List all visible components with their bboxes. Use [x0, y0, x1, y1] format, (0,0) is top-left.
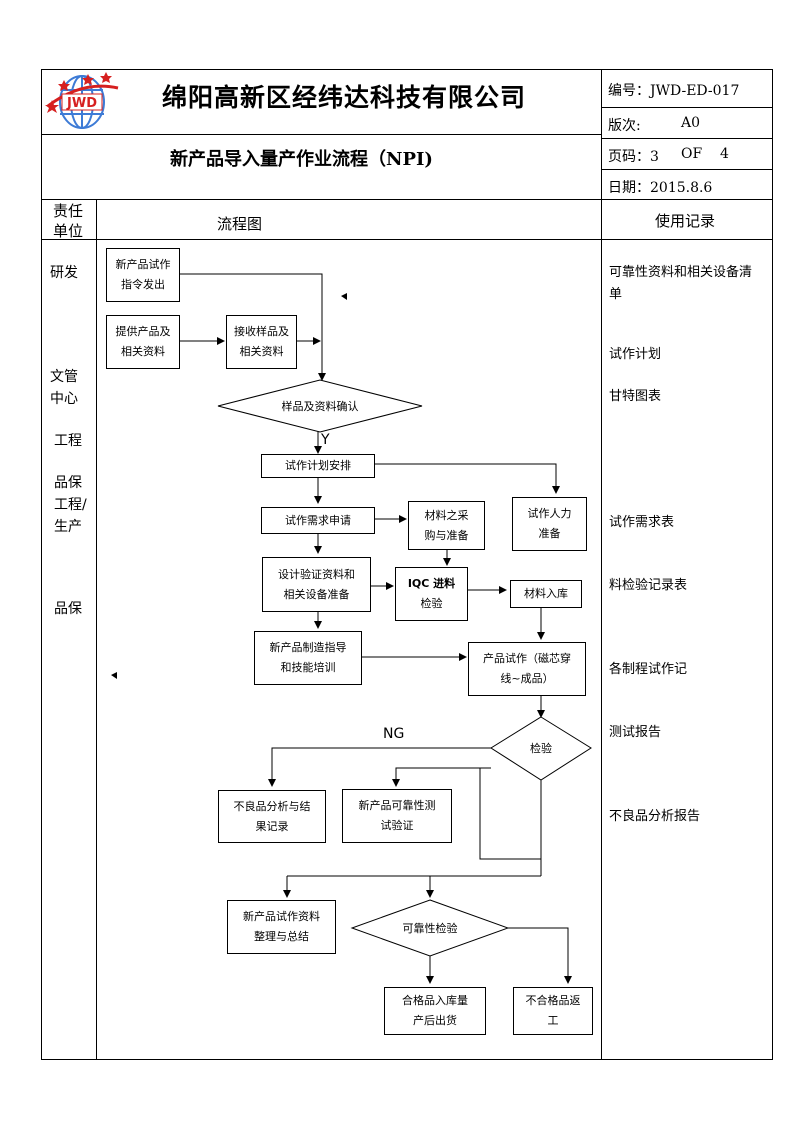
box-product-trial: 产品试作（磁芯穿线~成品） — [468, 642, 586, 696]
unit-engineering: 工程 — [54, 433, 82, 449]
company-logo: JWD — [44, 70, 120, 132]
page-total: 4 — [720, 146, 729, 162]
page-label: 页码：3 — [608, 149, 659, 165]
record-test-report: 测试报告 — [609, 725, 662, 740]
box-trial-summary: 新产品试作资料整理与总结 — [227, 900, 336, 954]
version-value: A0 — [681, 115, 701, 131]
record-gantt-chart: 甘特图表 — [609, 389, 662, 404]
box-iqc: IQC 进料检验 — [395, 567, 468, 621]
version-label: 版次: — [608, 118, 641, 134]
unit-quality: 品保 — [54, 475, 82, 491]
record-defect-analysis: 不良品分析报告 — [609, 809, 701, 824]
record-material-inspection: 料检验记录表 — [609, 578, 688, 593]
records-header: 使用记录 — [655, 212, 716, 230]
flowchart-header: 流程图 — [217, 215, 263, 233]
box-material-stock: 材料入库 — [510, 580, 582, 608]
document-number: 编号：JWD-ED-017 — [608, 83, 740, 99]
box-fail-rework: 不合格品返工 — [513, 987, 593, 1035]
document-title: 新产品导入量产作业流程（NPI) — [170, 149, 433, 170]
box-defect-analysis: 不良品分析与结果记录 — [218, 790, 326, 843]
company-name: 绵阳高新区经纬达科技有限公司 — [162, 83, 527, 112]
box-manpower: 试作人力准备 — [512, 497, 587, 551]
box-reliability-test: 新产品可靠性测试验证 — [342, 789, 452, 843]
box-pass-shipment: 合格品入库量产后出货 — [384, 987, 486, 1035]
page-of: OF — [681, 146, 703, 162]
yes-label: Y — [321, 432, 330, 448]
ng-label: NG — [383, 726, 405, 742]
unit-quality-2: 品保 — [54, 601, 82, 617]
unit-header-line1: 责任 — [53, 202, 84, 220]
record-process-trial: 各制程试作记 — [609, 662, 688, 677]
svg-text:JWD: JWD — [66, 96, 97, 111]
decision-inspect-label: 检验 — [530, 742, 552, 755]
record-trial-plan: 试作计划 — [609, 347, 662, 362]
document-date: 日期：2015.8.6 — [608, 180, 713, 196]
record-trial-demand: 试作需求表 — [609, 515, 675, 530]
decision-reliability-label: 可靠性检验 — [402, 922, 458, 935]
decision-confirm-label: 样品及资料确认 — [281, 400, 359, 413]
box-training: 新产品制造指导和技能培训 — [254, 631, 362, 685]
box-receive-samples: 接收样品及相关资料 — [226, 315, 297, 369]
box-trial-order: 新产品试作指令发出 — [106, 248, 180, 302]
decision-reliability-shape — [350, 899, 510, 957]
record-reliability-list: 可靠性资料和相关设备清单 — [609, 265, 753, 302]
box-trial-plan: 试作计划安排 — [261, 454, 375, 478]
unit-document-center: 文管中心 — [50, 369, 78, 407]
box-provide-data: 提供产品及相关资料 — [106, 315, 180, 369]
unit-rd: 研发 — [50, 265, 78, 281]
box-trial-demand: 试作需求申请 — [261, 507, 375, 534]
decision-inspect-shape — [490, 716, 592, 781]
decision-confirm-shape — [217, 379, 423, 433]
unit-header-line2: 单位 — [53, 222, 84, 240]
box-material-purchase: 材料之采购与准备 — [408, 501, 485, 550]
box-design-verify: 设计验证资料和相关设备准备 — [262, 557, 371, 612]
unit-engineering-production: 工程/生产 — [54, 497, 87, 535]
